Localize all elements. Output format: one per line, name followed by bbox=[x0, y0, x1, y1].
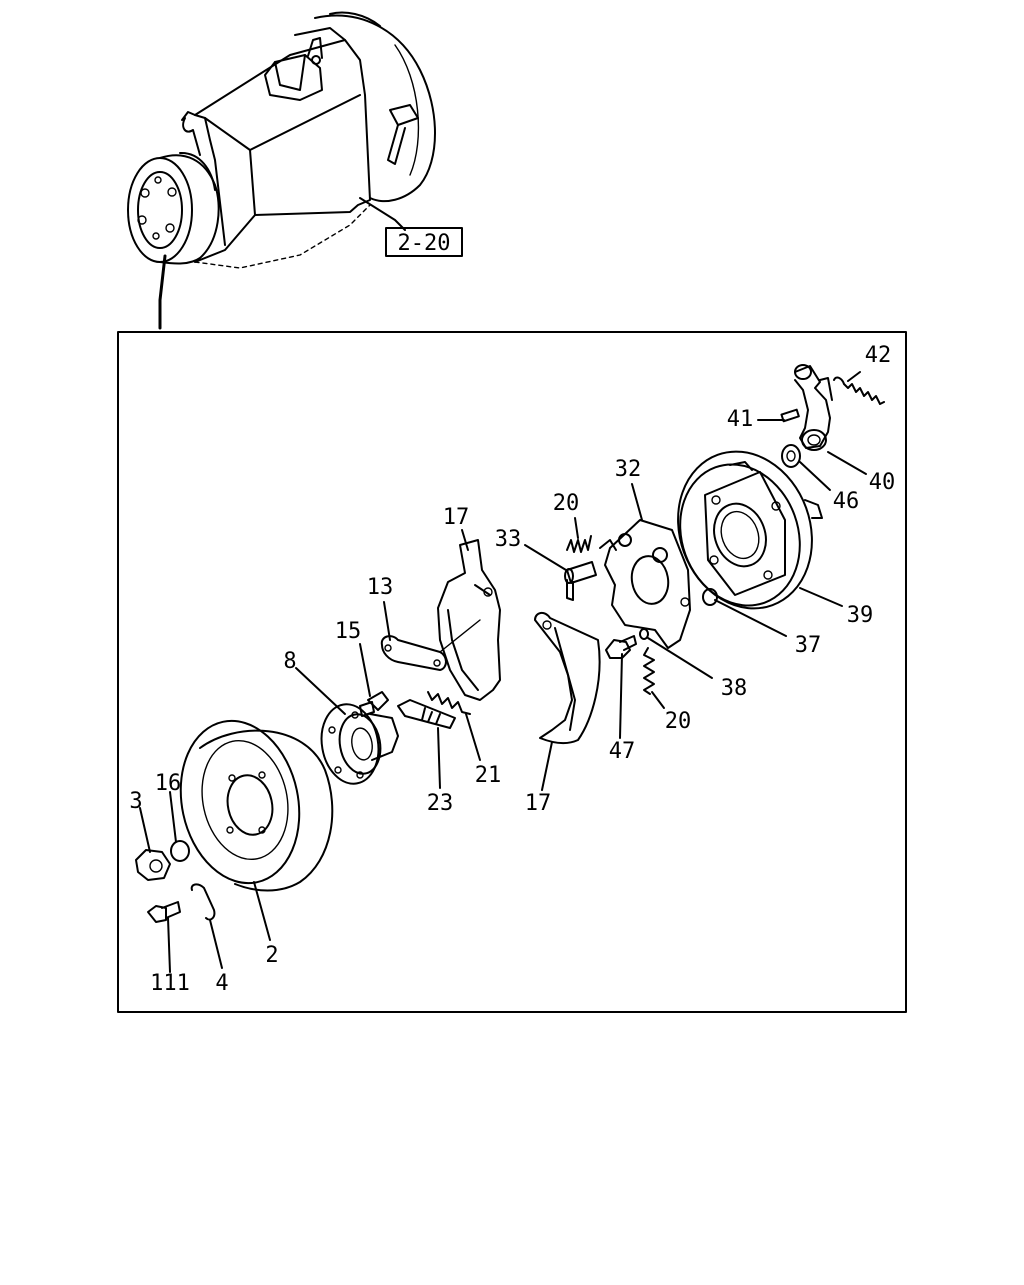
callout-38[interactable]: 38 bbox=[721, 676, 748, 701]
callout-39[interactable]: 39 bbox=[847, 603, 874, 628]
part-15-bolt bbox=[359, 691, 389, 717]
transmission-illustration bbox=[127, 11, 436, 330]
part-38-clip bbox=[639, 628, 649, 640]
callout-37[interactable]: 37 bbox=[795, 633, 822, 658]
part-17-brake-shoe-upper bbox=[437, 539, 501, 701]
callout-40[interactable]: 40 bbox=[869, 470, 896, 495]
part-2-drum bbox=[179, 719, 334, 892]
callout-2[interactable]: 2 bbox=[265, 943, 278, 968]
callout-41[interactable]: 41 bbox=[727, 407, 754, 432]
part-16-o-ring bbox=[170, 840, 190, 862]
part-13-link bbox=[380, 619, 481, 671]
callout-4[interactable]: 4 bbox=[215, 971, 228, 996]
callout-46[interactable]: 46 bbox=[833, 489, 860, 514]
callout-16[interactable]: 16 bbox=[155, 771, 182, 796]
part-46-washer bbox=[781, 444, 801, 468]
callout-111[interactable]: 111 bbox=[150, 971, 190, 996]
part-23-adjuster bbox=[397, 699, 456, 729]
callout-23[interactable]: 23 bbox=[427, 791, 454, 816]
part-4-clip bbox=[190, 883, 216, 921]
part-39-backing-plate bbox=[677, 450, 823, 610]
part-17-brake-shoe-lower bbox=[534, 612, 601, 745]
part-37-nut bbox=[702, 588, 718, 606]
callout-17-lower[interactable]: 17 bbox=[525, 791, 552, 816]
part-42-spring bbox=[833, 376, 885, 405]
part-21-spring bbox=[427, 691, 471, 715]
part-47-bolt bbox=[605, 635, 637, 659]
callout-17-upper[interactable]: 17 bbox=[443, 505, 470, 530]
part-33-pin bbox=[564, 561, 597, 601]
detail-frame bbox=[117, 331, 907, 1013]
callout-20-lower[interactable]: 20 bbox=[665, 709, 692, 734]
callout-21[interactable]: 21 bbox=[475, 763, 502, 788]
leader-lines bbox=[139, 371, 867, 973]
part-40-lever bbox=[794, 364, 833, 451]
part-3-nut bbox=[135, 849, 171, 881]
part-20-spring-lower bbox=[643, 647, 655, 695]
callout-32[interactable]: 32 bbox=[615, 457, 642, 482]
callout-8[interactable]: 8 bbox=[283, 649, 296, 674]
callout-47[interactable]: 47 bbox=[609, 739, 636, 764]
callout-13[interactable]: 13 bbox=[367, 575, 394, 600]
callout-20-upper[interactable]: 20 bbox=[553, 491, 580, 516]
callout-15[interactable]: 15 bbox=[335, 619, 362, 644]
callout-42[interactable]: 42 bbox=[865, 343, 892, 368]
callout-33[interactable]: 33 bbox=[495, 527, 522, 552]
part-41-pin bbox=[780, 408, 800, 423]
part-20-spring-upper bbox=[566, 535, 592, 553]
callout-labels: 42 41 40 46 32 20 33 17 39 13 37 15 8 38… bbox=[129, 343, 895, 996]
part-32-plate bbox=[599, 519, 691, 649]
part-111-bolt bbox=[147, 901, 181, 923]
reference-box[interactable]: 2-20 bbox=[385, 227, 463, 257]
part-8-hub-flange bbox=[320, 703, 399, 785]
callout-3[interactable]: 3 bbox=[129, 789, 142, 814]
reference-label: 2-20 bbox=[398, 231, 451, 256]
